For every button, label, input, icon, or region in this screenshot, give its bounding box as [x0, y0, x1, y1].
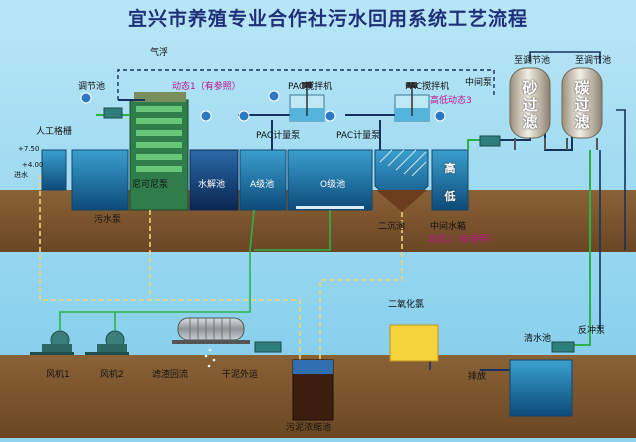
label-secondary-clarifier: 二沉池 [378, 222, 406, 232]
label-intermediate-tank: 中间水箱 [430, 222, 467, 232]
intermediate-tank [431, 149, 469, 211]
label-to-regulating-1: 至调节池 [514, 56, 551, 66]
meter-icon [200, 110, 212, 122]
label-dynamic-1: 动态1（有参照） [172, 82, 241, 92]
label-high: 高 [444, 162, 456, 175]
label-dry-sludge-out: 干泥外运 [222, 370, 259, 380]
label-manual-grille: 人工格栅 [36, 127, 73, 137]
label-o-stage-tank: O级池 [320, 180, 346, 190]
blower-icon [85, 330, 129, 355]
hydrolysis-tank [189, 149, 239, 211]
label-sand-filter: 砂过滤 [522, 79, 538, 131]
label-blower-1: 风机1 [46, 370, 70, 380]
label-to-regulating-2: 至调节池 [575, 56, 612, 66]
meter-icon [434, 110, 446, 122]
label-carbon-filter: 碳过滤 [574, 79, 590, 131]
sand-filter-vessel [509, 67, 551, 150]
label-level-1: +7.50 [18, 145, 40, 153]
regulating-tank [71, 149, 129, 211]
label-chlorine-dioxide: 二氧化氯 [388, 300, 425, 310]
label-pac-mixer-2: PAC搅拌机 [405, 82, 450, 92]
label-nikuni-pump: 尼可尼泵 [132, 180, 169, 190]
mixer-icon [289, 82, 325, 122]
label-pac-meter-pump-2: PAC计量泵 [336, 131, 381, 141]
chlorine-dioxide-tank [389, 324, 439, 362]
pump-icon [103, 107, 123, 119]
meter-icon [268, 90, 280, 102]
clear-water-pool [509, 359, 573, 417]
blower-icon [30, 330, 74, 355]
meter-icon [324, 110, 336, 122]
label-inlet: 进水 [14, 171, 28, 179]
label-regulating-tank: 调节池 [78, 82, 106, 92]
label-backwash-pump: 反冲泵 [578, 326, 606, 336]
pump-icon [254, 341, 282, 353]
label-level-2: +4.00 [22, 161, 44, 169]
label-air-flotation: 气浮 [150, 48, 169, 58]
label-dynamic-2: 动态2（有参照） [428, 235, 497, 245]
label-pac-meter-pump-1: PAC计量泵 [256, 131, 301, 141]
label-filtrate-return: 滤渣回流 [152, 370, 189, 380]
label-a-stage-tank: A级池 [250, 180, 275, 190]
carbon-filter-vessel [561, 67, 603, 150]
meter-icon [238, 110, 250, 122]
label-pac-mixer-1: PAC搅拌机 [288, 82, 333, 92]
a-stage-tank [239, 149, 287, 211]
diagram-title: 宜兴市养殖专业合作社污水回用系统工艺流程 [127, 8, 528, 30]
label-hydrolysis-tank: 水解池 [198, 180, 226, 190]
label-intermediate-pump: 中间泵 [465, 78, 493, 88]
label-sewage-pump: 污水泵 [94, 215, 122, 225]
label-blower-2: 风机2 [100, 370, 124, 380]
meter-icon [80, 92, 92, 104]
label-clear-water-pool: 清水池 [524, 334, 552, 344]
label-low: 低 [444, 190, 456, 203]
mixer-icon [394, 82, 430, 122]
pump-icon [479, 135, 501, 147]
pump-icon [551, 341, 575, 353]
label-discharge: 排放 [468, 372, 487, 382]
filter-press-icon [172, 317, 250, 344]
label-sludge-thickener: 污泥浓缩池 [286, 423, 332, 433]
label-dynamic-3: 高低动态3 [430, 96, 472, 106]
o-stage-tank [287, 149, 373, 211]
